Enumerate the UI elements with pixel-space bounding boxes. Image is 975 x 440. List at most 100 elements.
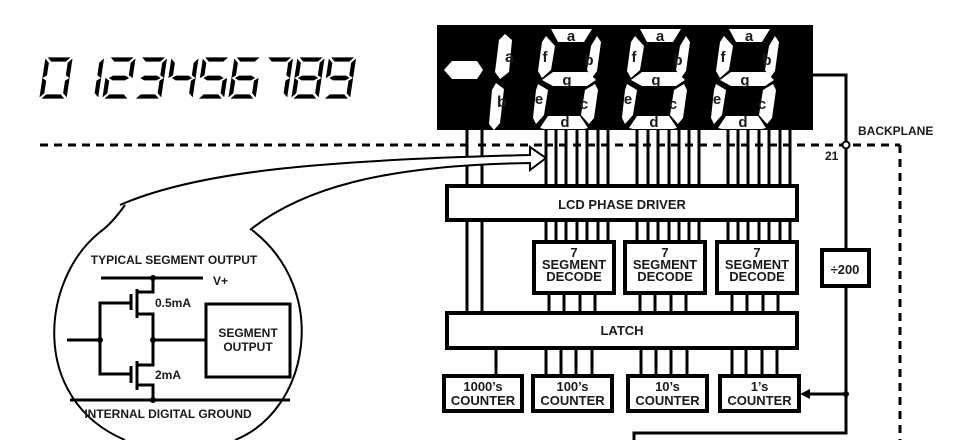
sample-segment-b bbox=[349, 58, 357, 79]
lcd-segment-label-b: b bbox=[673, 52, 682, 69]
sample-segment-d bbox=[135, 94, 159, 99]
lcd-segment-f bbox=[716, 36, 733, 78]
lcd-phase-driver-block bbox=[445, 184, 799, 222]
clock-return-wire bbox=[632, 410, 848, 440]
pin-21-terminal bbox=[841, 140, 851, 150]
lcd-segment-b bbox=[765, 36, 779, 78]
sample-digit bbox=[102, 57, 136, 99]
sample-digit bbox=[291, 57, 325, 99]
lcd-segment-label-c: c bbox=[580, 96, 588, 113]
sample-segment-f bbox=[42, 58, 49, 79]
counter-block bbox=[626, 374, 709, 413]
lcd-segment-label-a: a bbox=[656, 28, 665, 45]
lcd-segment-d bbox=[540, 116, 588, 129]
counter-label-line1: 10’s bbox=[655, 379, 680, 394]
latch-label: LATCH bbox=[600, 323, 643, 338]
counter-block bbox=[718, 374, 801, 413]
lcd-segment-b bbox=[676, 36, 690, 78]
decoder-label-line2: SEGMENT bbox=[725, 257, 789, 272]
divide-by-200-label: ÷200 bbox=[831, 262, 860, 277]
sample-segment-a bbox=[236, 57, 260, 62]
sample-segment-d bbox=[293, 94, 317, 99]
sample-segment-f bbox=[294, 58, 301, 79]
lcd-segment-c bbox=[670, 84, 687, 124]
input-junction bbox=[97, 337, 103, 343]
lcd-segment-f bbox=[538, 36, 555, 78]
gate-bus bbox=[98, 301, 131, 376]
sample-segment-b bbox=[128, 58, 136, 79]
counter-label-line2: COUNTER bbox=[451, 393, 516, 408]
divide-by-200-block bbox=[820, 248, 871, 288]
counter-label-line2: COUNTER bbox=[727, 393, 792, 408]
counter-block bbox=[531, 374, 614, 413]
sample-digit bbox=[39, 57, 73, 99]
sample-segment-e bbox=[39, 77, 47, 98]
sample-segment-e bbox=[291, 77, 299, 98]
lcd-segment-f bbox=[627, 36, 644, 78]
sample-digit bbox=[268, 57, 294, 98]
sample-segment-g bbox=[203, 75, 224, 81]
counter-label-line2: COUNTER bbox=[540, 393, 605, 408]
lcd-segment-label-g: g bbox=[651, 72, 660, 89]
inset-circle-outline bbox=[53, 204, 303, 440]
decoder-label-line2: SEGMENT bbox=[542, 257, 606, 272]
sample-segment-g bbox=[234, 75, 256, 81]
backplane-label: BACKPLANE bbox=[858, 124, 933, 138]
sample-segment-c bbox=[283, 77, 291, 98]
sample-segment-g bbox=[108, 75, 130, 81]
decoder-label-line1: 7 bbox=[570, 245, 577, 260]
sample-segment-a bbox=[331, 57, 355, 62]
ground-label: INTERNAL DIGITAL GROUND bbox=[84, 407, 252, 421]
sample-segment-c bbox=[346, 77, 354, 98]
sample-segment-b bbox=[65, 58, 73, 79]
callout-arrow bbox=[119, 145, 548, 231]
nmos-drain bbox=[137, 340, 155, 367]
counter-label-line1: 1000’s bbox=[463, 379, 502, 394]
pullup-current-label: 0.5mA bbox=[155, 296, 191, 310]
lcd-segment-label-a: a bbox=[567, 28, 576, 45]
lcd-segment-label-g: g bbox=[740, 72, 749, 89]
sample-segment-c bbox=[63, 77, 70, 98]
sample-segment-c bbox=[252, 77, 259, 98]
sample-segment-c bbox=[157, 77, 165, 98]
decoder-label-line3: DECODE bbox=[637, 269, 693, 284]
sample-segment-d bbox=[104, 94, 128, 99]
sample-segment-d bbox=[324, 94, 348, 99]
pmos-source bbox=[137, 278, 155, 294]
inset-title: TYPICAL SEGMENT OUTPUT bbox=[91, 253, 258, 267]
latch-block bbox=[445, 311, 799, 350]
sample-segment-c bbox=[189, 77, 196, 98]
lcd-segment-label-g: g bbox=[562, 72, 571, 89]
half-digit-label-b: b bbox=[497, 94, 507, 111]
sample-segment-g bbox=[140, 75, 161, 81]
sample-segment-b bbox=[97, 58, 105, 79]
lcd-segment-c bbox=[581, 84, 598, 124]
lcd-phase-driver-label: LCD PHASE DRIVER bbox=[558, 197, 686, 212]
lcd-segment-g bbox=[631, 72, 685, 86]
sample-segment-b bbox=[317, 58, 325, 79]
sample-digit-row bbox=[39, 57, 357, 99]
sample-segment-b bbox=[160, 58, 168, 79]
lcd-segment-label-c: c bbox=[758, 96, 766, 113]
sample-digit bbox=[198, 57, 229, 99]
counter-label-line1: 1’s bbox=[751, 379, 769, 394]
sample-digit bbox=[324, 57, 357, 99]
lcd-segment-e bbox=[622, 84, 637, 124]
lcd-segment-e bbox=[711, 84, 726, 124]
sample-segment-a bbox=[299, 57, 323, 62]
backplane-wire bbox=[813, 73, 848, 410]
ground-junction bbox=[150, 397, 156, 403]
pulldown-current-label: 2mA bbox=[155, 368, 181, 382]
half-digit-segment-b bbox=[489, 83, 504, 130]
sample-segment-a bbox=[110, 57, 134, 62]
clock-arrowhead bbox=[800, 389, 810, 399]
lcd-segment-label-d: d bbox=[649, 114, 658, 131]
lcd-segment-label-d: d bbox=[560, 114, 569, 131]
lcd-segment-d bbox=[629, 116, 677, 129]
minus-segment bbox=[444, 61, 483, 79]
